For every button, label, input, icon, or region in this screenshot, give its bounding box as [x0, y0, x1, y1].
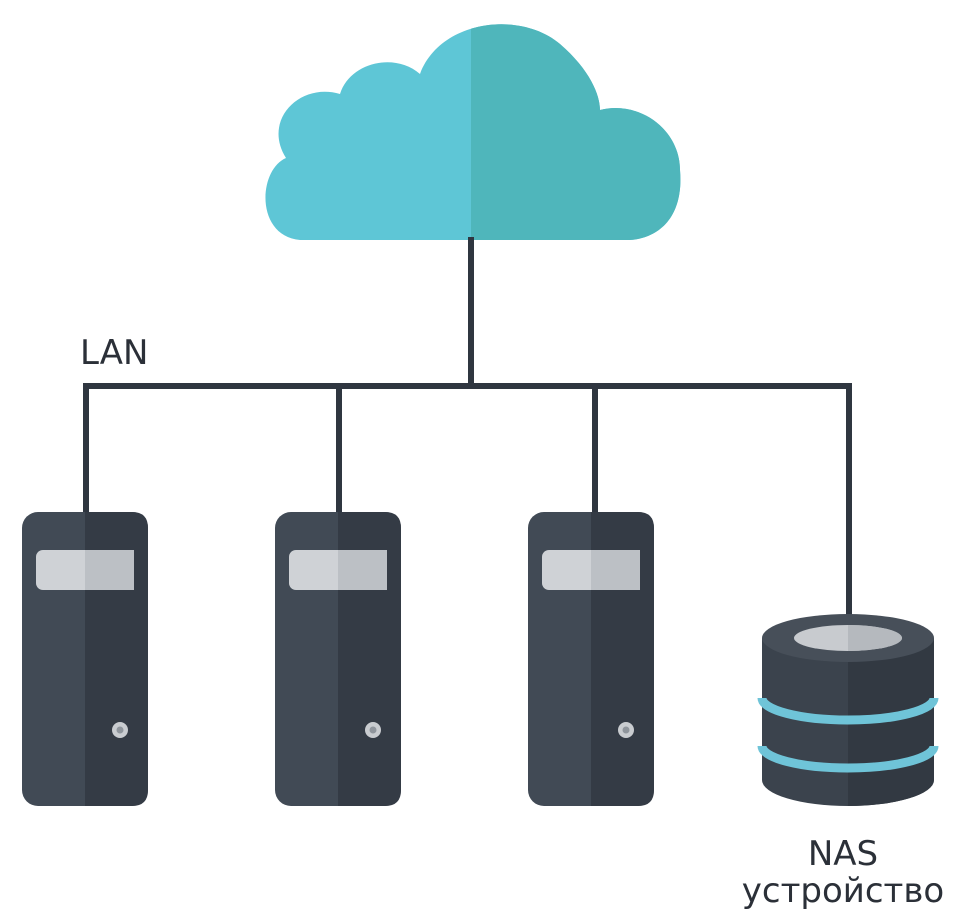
nas-storage-icon — [757, 614, 939, 806]
lan-label: LAN — [80, 333, 149, 373]
cloud-icon — [265, 24, 681, 240]
nas-label-line-2: устройство — [741, 870, 945, 911]
lan-connections — [83, 237, 852, 625]
server-tower-icon — [22, 512, 148, 806]
server-tower-icon — [528, 512, 654, 806]
nas-label-line-1: NAS — [807, 834, 879, 874]
nas-device-label: NAS устройство — [728, 836, 958, 909]
server-tower-icon — [275, 512, 401, 806]
